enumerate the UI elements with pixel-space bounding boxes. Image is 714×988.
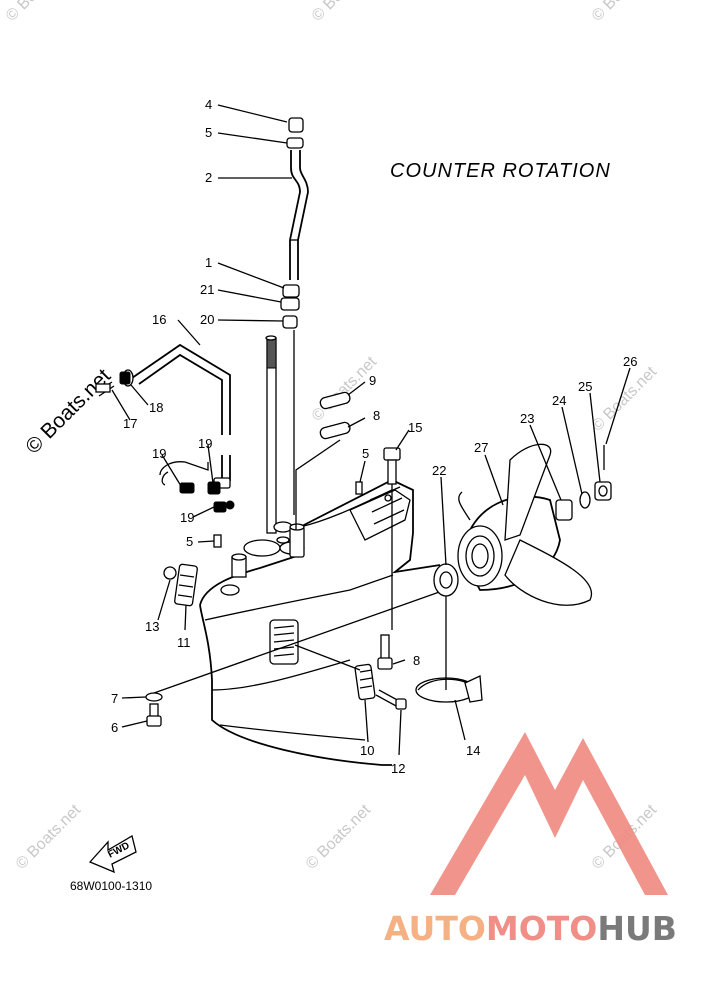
hose-clamps [119,371,235,513]
callout-27: 27 [474,440,488,455]
watermark-left-vertical: © Boats.net [21,364,115,458]
bolt-6 [146,703,162,727]
bolt-13 [375,689,407,710]
water-tube-assembly [276,117,309,558]
thrust-washer-22 [433,563,459,597]
callout-5-b: 5 [362,446,369,461]
callout-23: 23 [520,411,534,426]
watermark-mid-center: © Boats.net [309,353,381,425]
callout-26: 26 [623,354,637,369]
brand-moto: MOTO [486,909,597,948]
svg-text:AUTOMOTOHUB: AUTOMOTOHUB [384,909,677,948]
brand-auto: AUTO [384,909,486,948]
callout-11: 10 [360,743,374,758]
callout-10: 9 [369,373,376,388]
hose-assembly [122,343,231,489]
callout-6: 6 [111,720,118,735]
diagram-title: COUNTER ROTATION [390,160,611,182]
callout-5-a: 5 [186,534,193,549]
anode-15 [415,580,483,703]
callout-numbers: 4 5 2 1 21 20 16 18 17 19 19 19 5 13 11 … [111,97,637,776]
callout-20: 20 [200,312,214,327]
callout-21: 21 [200,282,214,297]
drive-shaft [265,335,293,534]
watermark-top-left: © Boats.net [3,0,75,25]
nut-14 [163,566,177,580]
callout-1: 1 [205,255,212,270]
part-code: 68W0100-1310 [70,879,152,893]
automotohub-logo: AUTOMOTOHUB [384,732,677,948]
washer-24 [579,491,591,509]
callout-16: 15 [408,420,422,435]
seal-strips [295,391,351,530]
dowel-pin-lower [213,534,222,548]
watermark-top-right: © Boats.net [589,0,661,25]
water-inlet-grille [269,619,299,665]
watermark-bottom-center: © Boats.net [303,801,375,873]
callout-9: 8 [373,408,380,423]
callout-4: 5 [205,125,212,140]
callout-19-d: 19 [180,510,194,525]
washer-7 [145,692,163,702]
callout-leaders [111,104,631,756]
callout-8: 8 [413,653,420,668]
brand-hub: HUB [597,909,677,948]
lower-unit-housing [199,478,441,766]
watermark-bottom-left: © Boats.net [13,801,85,873]
callout-2: 2 [205,170,212,185]
callout-17: 16 [152,312,166,327]
callout-19-b: 19 [152,446,166,461]
callout-22: 22 [432,463,446,478]
callout-18: 17 [123,416,137,431]
watermark-top-center: © Boats.net [309,0,381,25]
propeller-27 [457,443,593,606]
logo-mark [430,732,668,895]
callout-15: 14 [466,743,480,758]
callout-19-a: 18 [149,400,163,415]
dowel-pin-upper [355,481,363,495]
callout-19-c: 19 [198,436,212,451]
spacer-23 [555,499,573,521]
bolt-8 [377,634,393,670]
callout-7: 7 [111,691,118,706]
watermark-mid-right: © Boats.net [589,363,661,435]
callout-14: 13 [145,619,159,634]
grommet-18 [95,381,115,397]
anode-12 [174,563,198,607]
callout-12: 11 [177,635,191,650]
anode-11 [294,644,376,701]
nut-25 [594,481,612,501]
callout-24: 24 [552,393,566,408]
fwd-arrow: FWD [88,835,137,874]
callout-3: 4 [205,97,212,112]
callout-25: 25 [578,379,592,394]
bolt-16 [383,447,401,630]
callout-13: 12 [391,761,405,776]
